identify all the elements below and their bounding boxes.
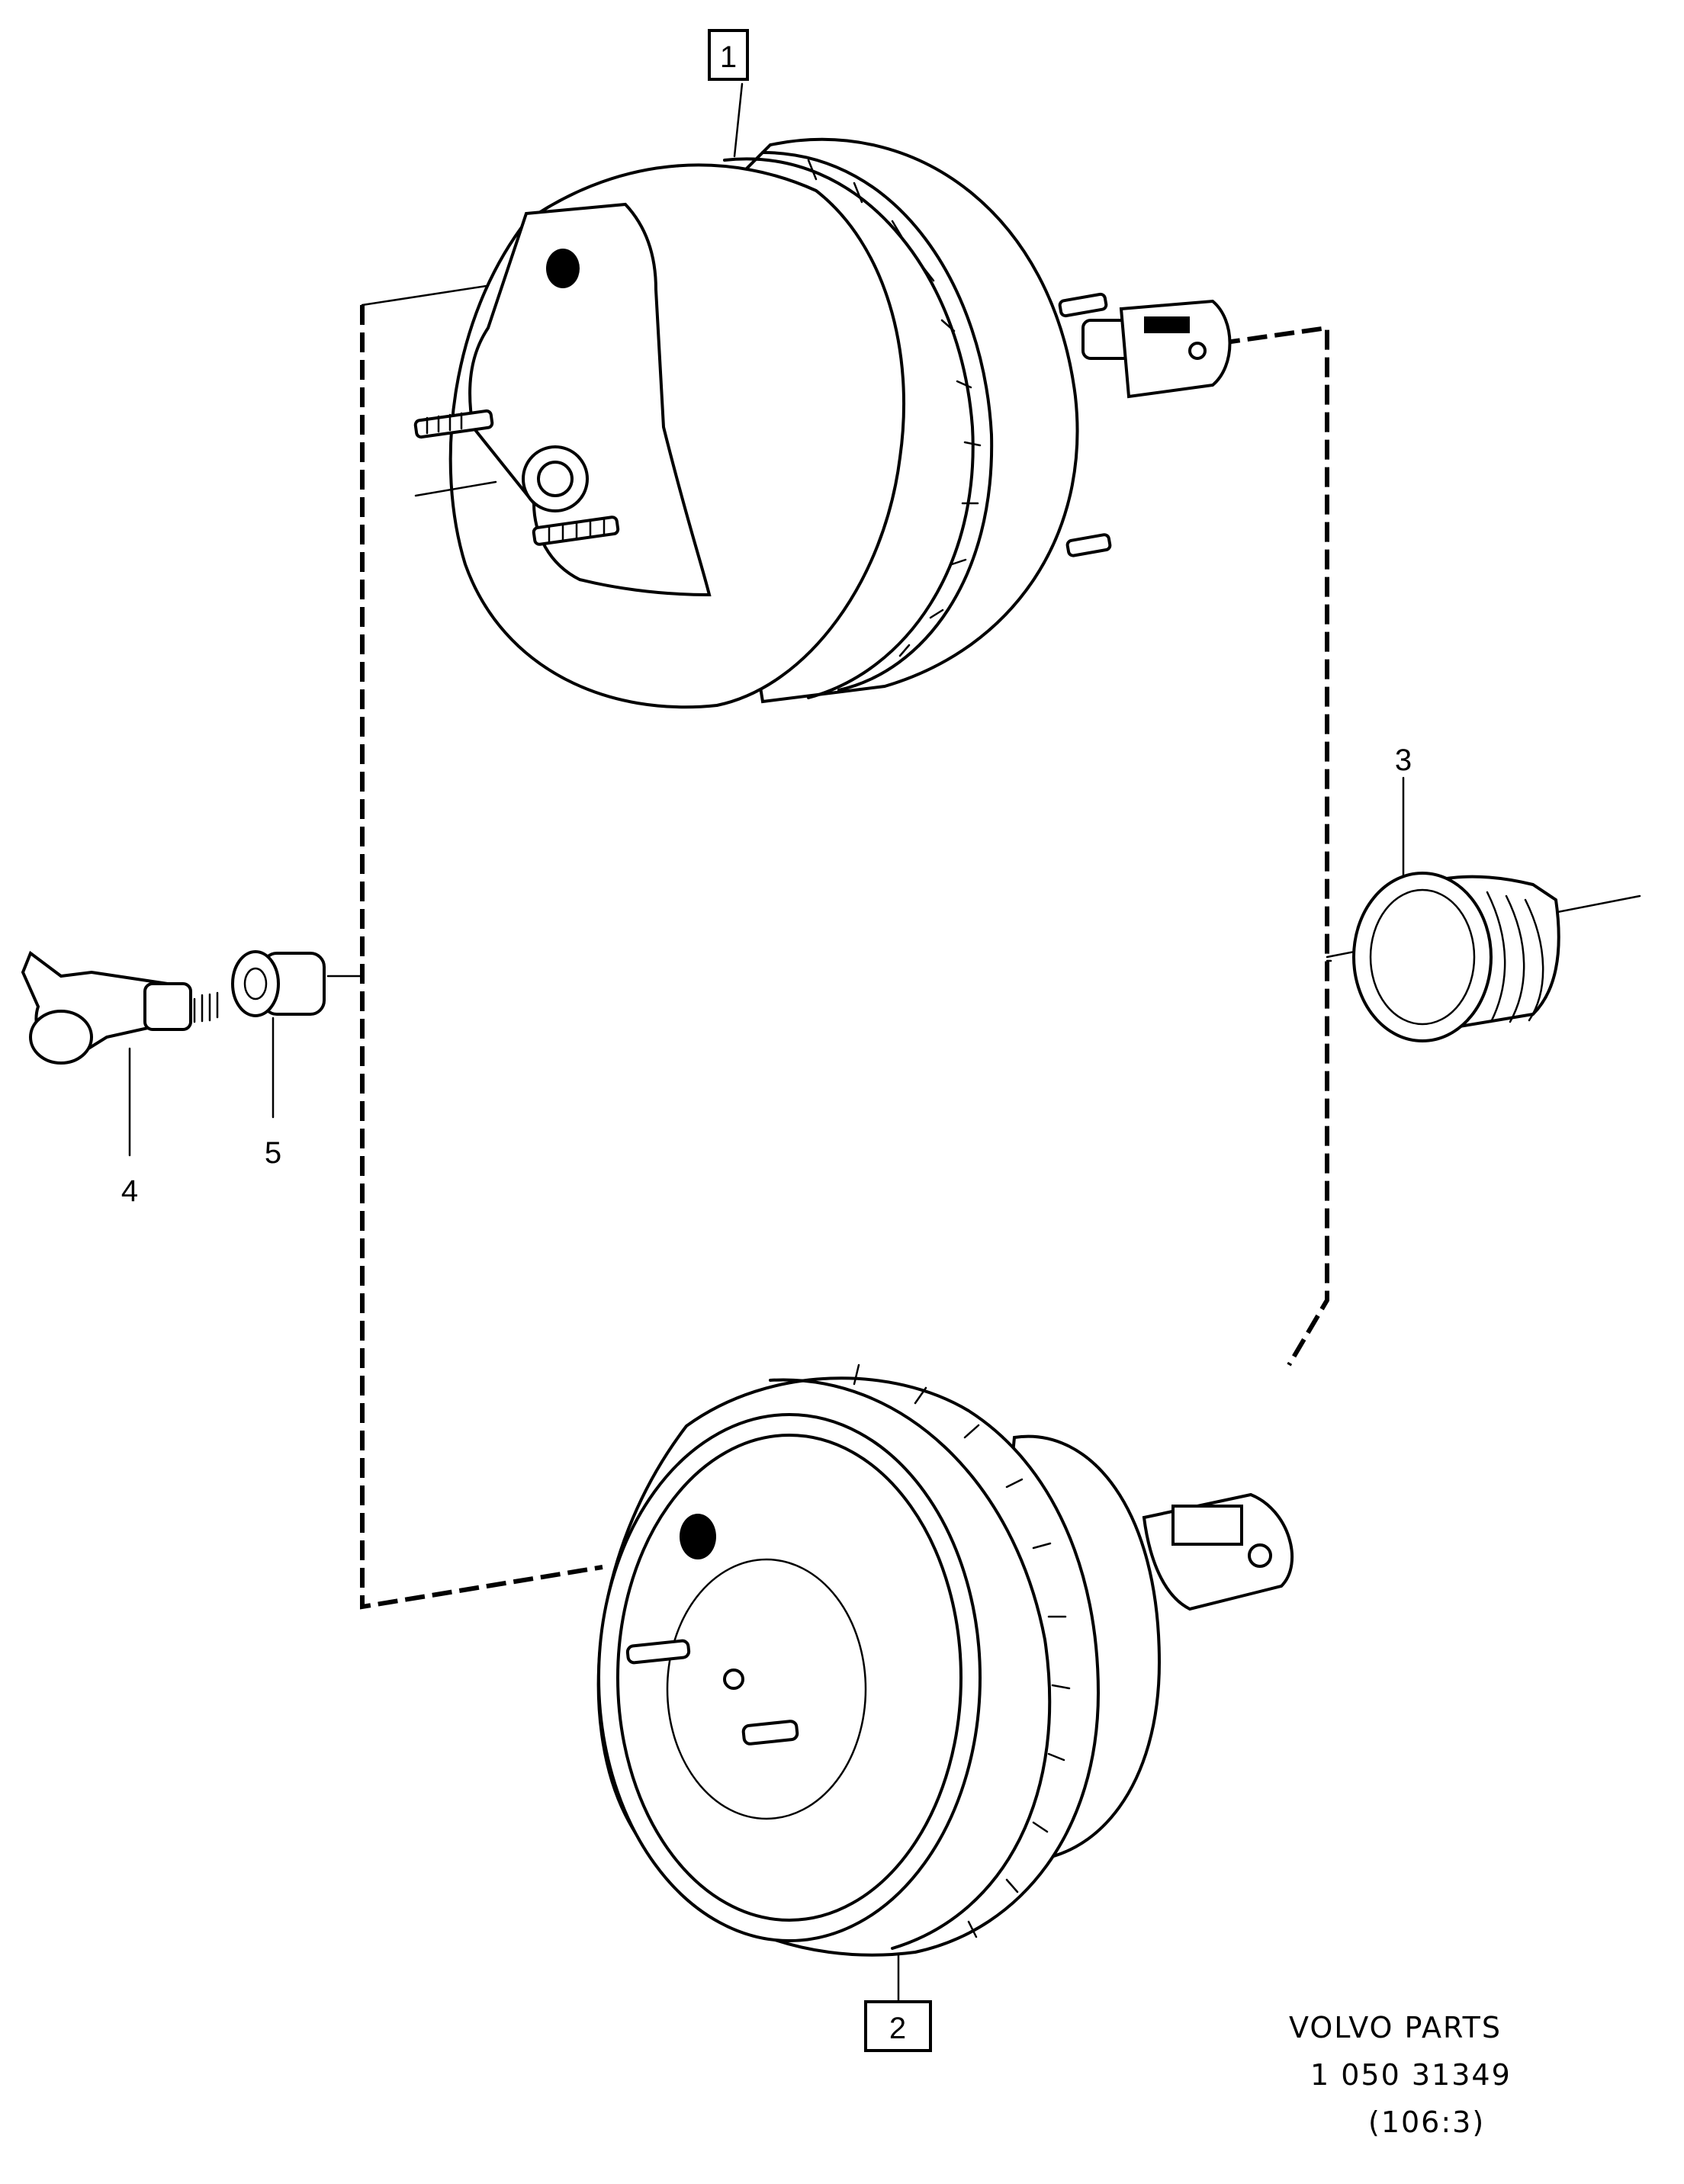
callout-2: 2 (864, 2000, 932, 2052)
catalog-footer: VOLVO PARTS 1 050 31349 (106:3) (1289, 2004, 1541, 2146)
callout-5-label: 5 (265, 1136, 281, 1170)
callout-label: 2 (889, 2012, 906, 2045)
booster-lower-front-face (597, 1413, 982, 1942)
left-guide-dashed-line (360, 305, 603, 1610)
grommet-icon (231, 950, 326, 1119)
callout-3-label: 3 (1395, 744, 1412, 777)
right-guide-dashed-line (1220, 325, 1329, 1367)
callout-label: 1 (720, 40, 737, 74)
brake-booster-icon (413, 82, 1232, 709)
footer-brand: VOLVO PARTS (1289, 2011, 1502, 2044)
callout-4-label: 4 (121, 1174, 138, 1208)
booster-lower-stud (741, 1720, 799, 1746)
callout-box (864, 2000, 932, 2052)
booster-lower-stud (625, 1639, 691, 1665)
booster-upper-band (723, 157, 975, 699)
footer-part-number: 1 050 31349 (1310, 2058, 1512, 2092)
check-valve-icon (21, 950, 219, 1157)
booster-upper-port-hole (546, 249, 580, 288)
callout-box (708, 29, 749, 81)
booster-upper-studs (413, 292, 1112, 557)
footer-section-code: (106:3) (1368, 2105, 1486, 2139)
booster-lower-port-hole (680, 1514, 716, 1559)
brake-booster-icon (596, 1363, 1294, 2003)
booster-lower-clevis (1142, 1492, 1294, 1611)
rubber-seal-icon (1352, 776, 1560, 1042)
seal-mouth (1352, 872, 1493, 1042)
booster-upper-clevis (1081, 299, 1232, 399)
callout-1: 1 (708, 29, 749, 81)
